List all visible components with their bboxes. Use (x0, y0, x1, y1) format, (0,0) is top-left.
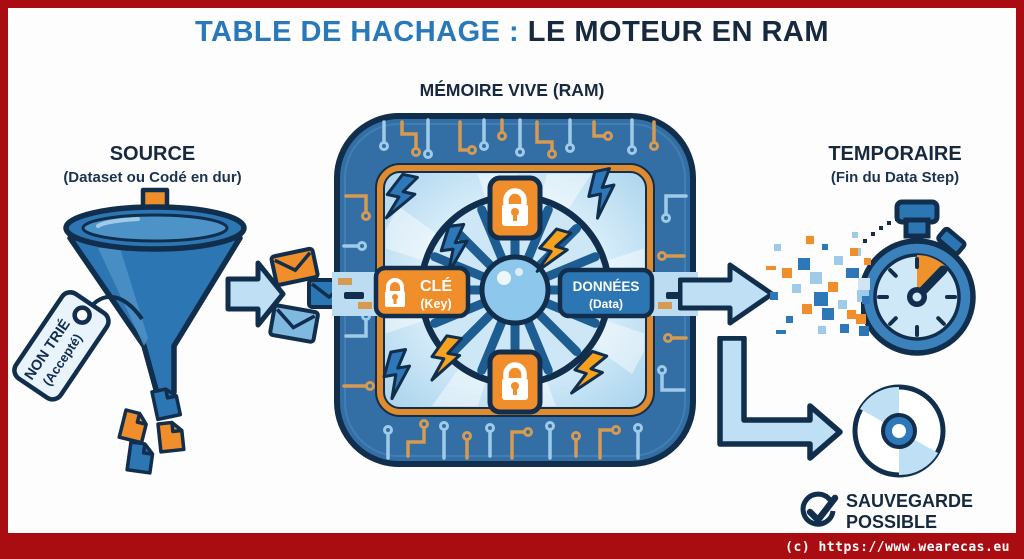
save-line2: POSSIBLE (846, 512, 938, 532)
core-sphere (479, 254, 551, 326)
data-badge-sublabel: (Data) (589, 297, 623, 311)
circuit-traces (342, 118, 688, 460)
pixel-dissolve (766, 232, 871, 334)
envelope-icons (268, 246, 351, 344)
flow-arrow-left (225, 246, 351, 344)
falling-documents-icons (117, 385, 186, 475)
key-badge-sublabel: (Key) (420, 297, 451, 311)
temporary-section-label: TEMPORAIRE (Fin du Data Step) (778, 143, 1012, 186)
cd-icon (852, 384, 946, 478)
key-badge: CLÉ (Key) (373, 265, 471, 319)
lock-icon-bottom (490, 352, 540, 412)
key-lock-icon (385, 278, 405, 307)
check-icon (800, 491, 839, 527)
source-section-label: SOURCE (Dataset ou Codé en dur) (30, 143, 275, 186)
lock-icon-top (490, 178, 540, 238)
page-title: TABLE DE HACHAGE : LE MOTEUR EN RAM (0, 16, 1024, 49)
source-subtitle: (Dataset ou Codé en dur) (63, 169, 242, 186)
page-title-main: LE MOTEUR EN RAM (527, 16, 829, 48)
key-badge-label: CLÉ (420, 276, 452, 295)
save-line1: SAUVEGARDE (846, 491, 974, 511)
data-badge: DONNÉES (Data) (557, 267, 655, 319)
ram-section-label: MÉMOIRE VIVE (RAM) (419, 80, 605, 100)
save-label: SAUVEGARDE POSSIBLE (846, 491, 973, 533)
ram-chip-illustration: CLÉ (Key) DONNÉES (Data) (332, 113, 698, 467)
temporary-title: TEMPORAIRE (828, 143, 962, 165)
flow-arrow-right (678, 262, 775, 326)
stopwatch-icon (843, 199, 976, 356)
page-title-accent: TABLE DE HACHAGE : (194, 16, 520, 48)
data-badge-label: DONNÉES (573, 279, 640, 294)
funnel-icon: NON TRIÉ (Accepté) (12, 187, 247, 475)
tag-label: NON TRIÉ (Accepté) (12, 290, 111, 402)
flow-arrow-save (717, 336, 843, 461)
copyright-text: (c) https://www.wearecas.eu (785, 540, 1010, 555)
temporary-subtitle: (Fin du Data Step) (830, 169, 960, 186)
chip-socket-left (332, 272, 379, 316)
source-title: SOURCE (109, 143, 196, 165)
